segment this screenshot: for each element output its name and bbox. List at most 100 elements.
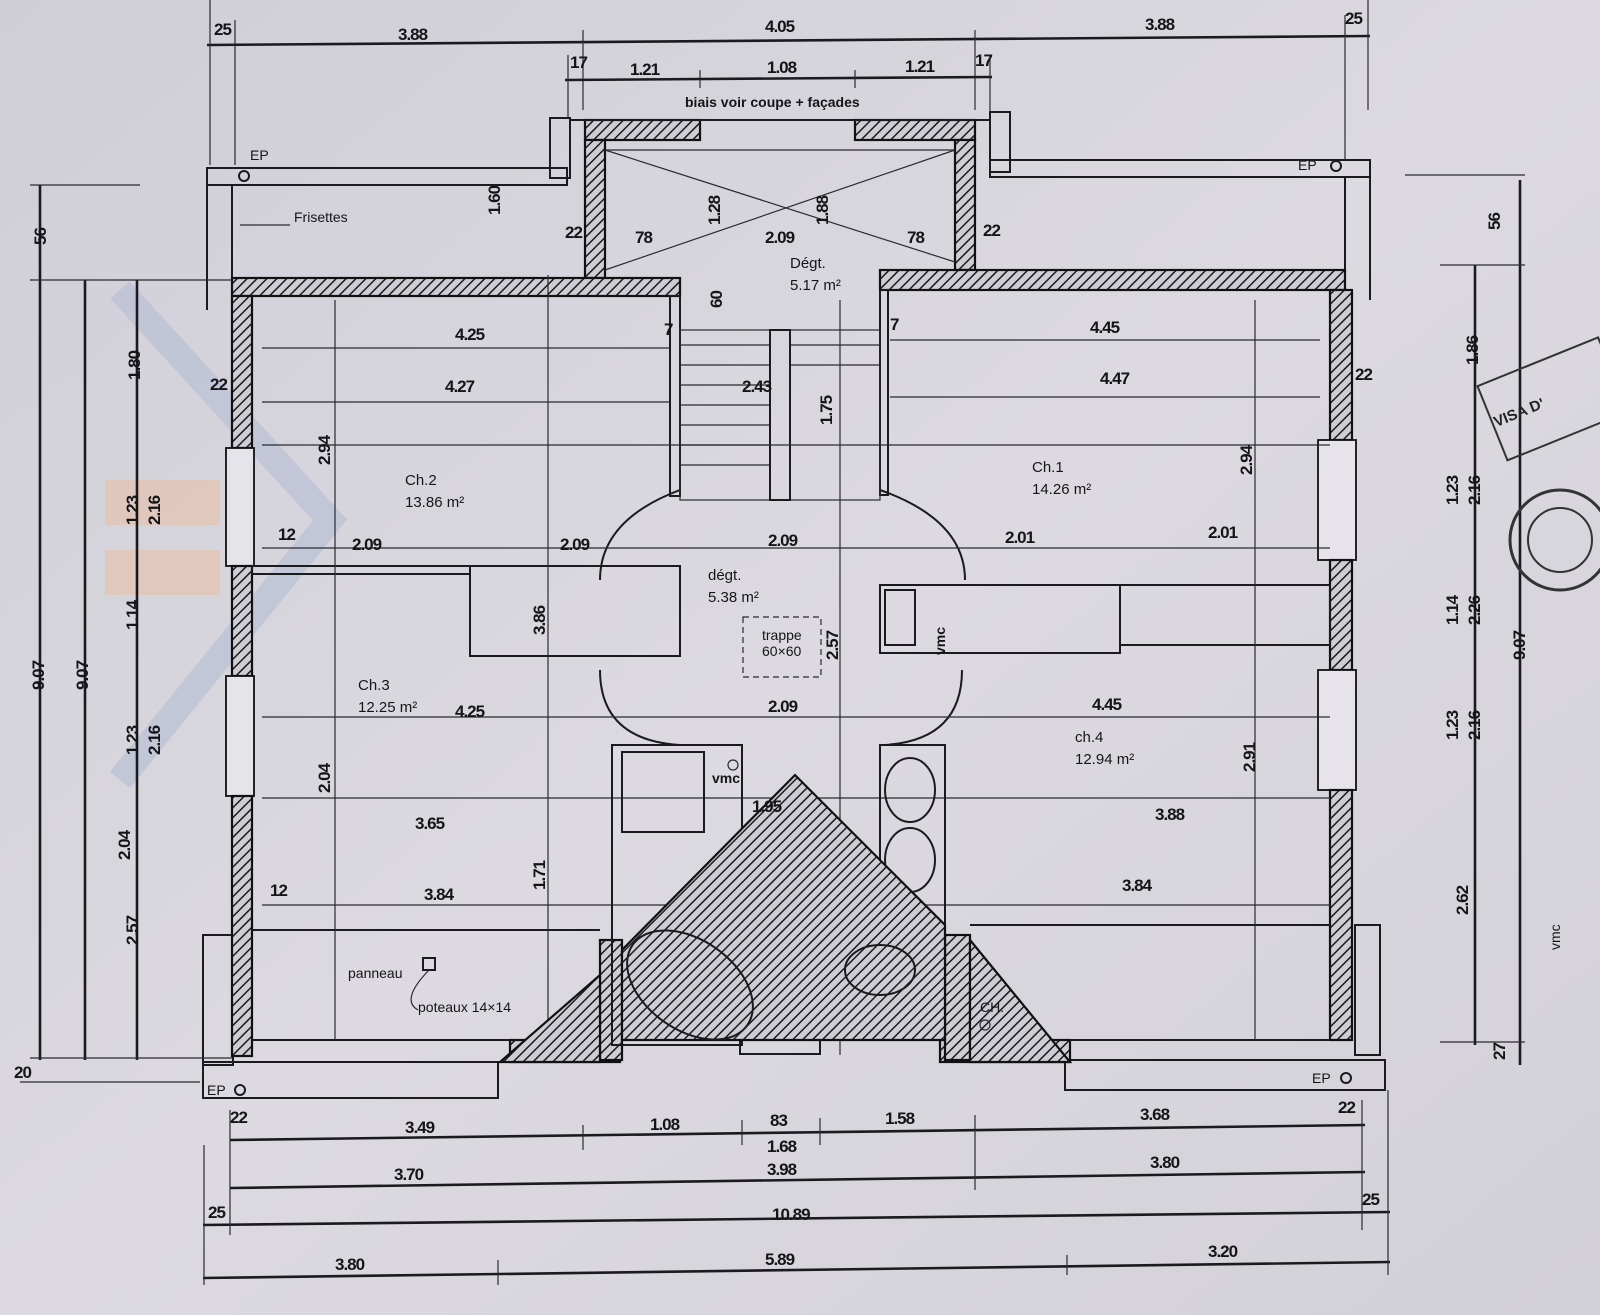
dimension-label: 3.84: [1122, 876, 1153, 895]
downpipe-icon: [234, 1084, 246, 1096]
dim-bot3-2: 10.89: [772, 1205, 810, 1224]
dimension-label: 1.75: [817, 395, 836, 425]
dimension-label: 2.91: [1240, 742, 1259, 772]
dim-bot2-3: 3.80: [1150, 1153, 1180, 1172]
dimension-label: 1.60: [485, 185, 504, 215]
dim-bot1-5: 1.58: [885, 1109, 915, 1128]
room-name-degt: dégt.: [708, 567, 741, 584]
dim-right-216a: 2.16: [1465, 475, 1484, 505]
right-dimension-lines: [1405, 174, 1525, 1065]
dim-top-3: 4.05: [765, 17, 795, 36]
dim-bot1-6: 3.68: [1140, 1105, 1170, 1124]
trappe-size: 60×60: [762, 643, 802, 659]
dimension-label: 2.94: [1237, 444, 1256, 475]
vmc-legend: vmc: [1547, 924, 1563, 950]
ep-label-tl: EP: [250, 147, 269, 163]
dimension-label: 22: [983, 221, 1000, 240]
dim-right-27: 27: [1490, 1043, 1509, 1060]
dimension-label: 3.65: [415, 814, 445, 833]
dimension-label: 3.84: [424, 885, 455, 904]
dimension-label: 4.45: [1092, 695, 1122, 714]
dimension-label: 2.09: [768, 697, 798, 716]
dimension-label: 2.01: [1208, 523, 1238, 542]
dimension-label: 4.25: [455, 702, 485, 721]
dimension-label: 22: [210, 375, 227, 394]
dim-bot2-1: 3.70: [394, 1165, 424, 1184]
dim-left-257: 2.57: [123, 915, 142, 945]
dim-left-180: 1.80: [125, 350, 144, 380]
dim-right-907: 9.07: [1510, 630, 1529, 660]
downpipe-icon: [1340, 1072, 1352, 1084]
dimension-label: 4.47: [1100, 369, 1130, 388]
dimension-label: 78: [635, 228, 652, 247]
dimension-label: 12: [278, 525, 295, 544]
dim-bot3-3: 25: [1362, 1190, 1379, 1209]
dim-bot4-2: 5.89: [765, 1250, 795, 1269]
top-dimension-lines: [206, 0, 1371, 165]
dim-left-216a: 2.16: [145, 495, 164, 525]
bottom-dimension-lines: [202, 1090, 1391, 1285]
dim-bot1-2: 3.49: [405, 1118, 435, 1137]
room-name-ch2: Ch.2: [405, 472, 437, 489]
room-name-ch3: Ch.3: [358, 677, 390, 694]
dim-right-123b: 1.23: [1443, 710, 1462, 740]
panneau-label: panneau: [348, 965, 403, 981]
room-area-ch4: 12.94 m²: [1075, 751, 1134, 768]
dim-left-204: 2.04: [115, 829, 134, 860]
ep-label-bl: EP: [207, 1082, 226, 1098]
dimension-label: 1.95: [752, 797, 782, 816]
dim-bot1-7: 22: [1338, 1098, 1355, 1117]
dim-bot2-2: 3.98: [767, 1160, 797, 1179]
room-area-ch2: 13.86 m²: [405, 494, 464, 511]
room-name-degt-top: Dégt.: [790, 255, 826, 272]
dim-right-216b: 2.16: [1465, 710, 1484, 740]
ep-label-br: EP: [1312, 1070, 1331, 1086]
dimension-label: 3.86: [530, 605, 549, 635]
vmc-bathroom: vmc: [712, 770, 740, 786]
bathroom: [497, 744, 1073, 1064]
stair-block-walls: [549, 111, 1011, 280]
dim-left-20: 20: [14, 1063, 31, 1082]
dim-top2-1: 17: [570, 53, 587, 72]
dim-right-226: 2.26: [1465, 595, 1484, 625]
dim-right-123a: 1.23: [1443, 475, 1462, 505]
watermark-block: [105, 550, 220, 595]
dimension-label: 7: [890, 315, 899, 334]
outer-walls: [225, 268, 1357, 1064]
dim-bot1-sub: 1.68: [767, 1137, 797, 1156]
dim-right-114: 1.14: [1443, 594, 1462, 625]
dim-right-186: 1.86: [1463, 335, 1482, 365]
dim-left-216b: 2.16: [145, 725, 164, 755]
dim-top2-4: 1.21: [905, 57, 935, 76]
dimension-label: 3.88: [1155, 805, 1185, 824]
watermark-block: [105, 480, 220, 525]
left-dimension-lines: [20, 184, 232, 1083]
dim-top-4: 3.88: [1145, 15, 1175, 34]
frisettes-label: Frisettes: [294, 209, 348, 225]
dim-left-907a: 9.07: [29, 660, 48, 690]
dim-top-1: 25: [214, 20, 231, 39]
dimension-label: 2.01: [1005, 528, 1035, 547]
dimension-label: 2.04: [315, 762, 334, 793]
dimension-label: 7: [664, 320, 673, 339]
room-name-ch4: ch.4: [1075, 729, 1103, 746]
dimension-label: 2.09: [560, 535, 590, 554]
note-biais: biais voir coupe + façades: [685, 94, 860, 110]
dimension-label: 1.88: [813, 195, 832, 225]
dim-bot1-4: 83: [770, 1111, 787, 1130]
room-area-ch3: 12.25 m²: [358, 699, 417, 716]
dimension-label: 2.09: [768, 531, 798, 550]
room-area-ch1: 14.26 m²: [1032, 481, 1091, 498]
dimension-label: 2.09: [352, 535, 382, 554]
downpipe-icon: [238, 170, 250, 182]
post-leader: [410, 969, 430, 1011]
room-area-degt-top: 5.17 m²: [790, 277, 841, 294]
boiler-icon: [979, 1019, 991, 1031]
dimension-label: 2.09: [765, 228, 795, 247]
watermark-chevron: [109, 281, 348, 789]
dim-left-123a: 1.23: [123, 495, 142, 525]
dim-left-56: 56: [31, 228, 50, 245]
dimension-label: 1.28: [705, 195, 724, 225]
dimension-label: 78: [907, 228, 924, 247]
